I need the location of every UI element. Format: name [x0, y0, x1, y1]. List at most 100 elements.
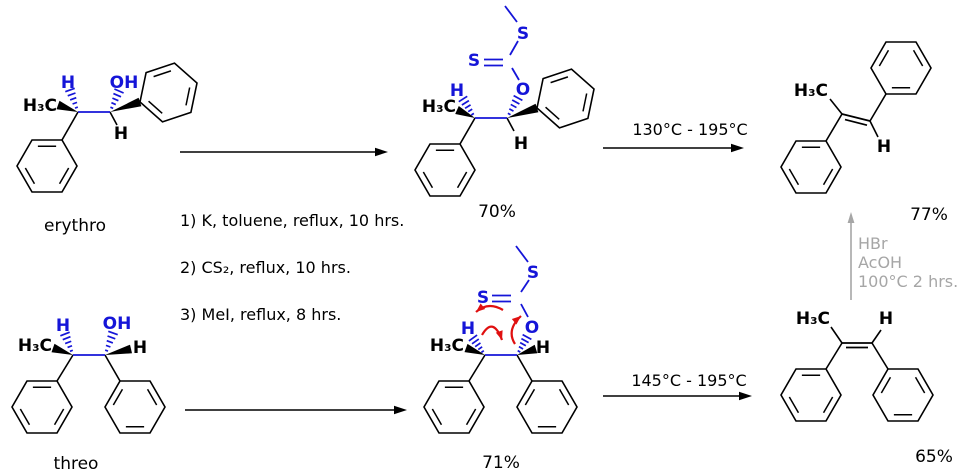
benzene-double-bond: [19, 408, 31, 426]
c-c-double-bond: [841, 113, 871, 122]
benzene-double-bond: [422, 171, 434, 189]
benzene-double-bond: [788, 168, 800, 186]
bond: [869, 120, 879, 138]
c-c-double-bond: [844, 118, 868, 127]
reaction-flow: 1) K, toluene, reflux, 10 hrs. 2) CS₂, r…: [180, 120, 958, 415]
hash-bond-tick: [60, 331, 70, 337]
benzene-double-bond: [550, 76, 569, 84]
structure-product-bottom: H₃C H 65%: [780, 309, 953, 467]
c-o-bond: [511, 67, 520, 81]
benzene-double-bond: [185, 87, 191, 106]
xanthate-bottom-bonds: [423, 245, 578, 434]
bond: [506, 117, 515, 132]
hash-bond-tick: [508, 108, 514, 112]
benzene-ring: [11, 380, 73, 434]
threo-caption: threo: [54, 454, 99, 474]
wedge-bond: [464, 343, 485, 355]
xanthate-top-bonds: [414, 5, 595, 197]
benzene-double-bond: [582, 93, 588, 112]
benzene-double-bond: [58, 167, 70, 185]
wedge-bond: [517, 344, 538, 355]
benzene-double-bond: [431, 408, 443, 426]
benzene-ring: [516, 380, 578, 434]
hash-bond-tick: [69, 96, 77, 101]
hash-bond-tick: [480, 350, 485, 354]
structure-product-top: H₃C H 77%: [780, 41, 948, 225]
bond: [869, 93, 887, 122]
structure-threo-alcohol: H₃C H OH H threo: [11, 314, 166, 474]
hash-bond-tick: [72, 101, 78, 105]
hash-bond-tick: [510, 103, 517, 109]
bond: [104, 354, 121, 382]
hash-bond-tick: [470, 112, 475, 116]
condition-step-2: 2) CS₂, reflux, 10 hrs.: [180, 258, 351, 277]
atom-label-hydroxyl: OH: [110, 73, 139, 93]
bond: [61, 111, 79, 141]
bond: [825, 113, 843, 142]
bond: [516, 354, 533, 382]
benzene-double-bond: [822, 396, 834, 414]
hash-bond-tick: [518, 345, 524, 350]
benzene-ring: [414, 143, 476, 197]
hash-bond-tick: [511, 99, 520, 105]
wedge-bond: [507, 103, 539, 118]
benzene-double-bond: [524, 388, 536, 406]
benzene-ring: [104, 380, 166, 434]
atom-label-hydrogen: H: [879, 309, 893, 329]
bond: [825, 342, 843, 370]
hash-bond-tick: [64, 340, 72, 345]
hash-bond-tick: [105, 344, 111, 348]
hash-bond-tick: [468, 334, 478, 342]
atom-label-hydrogen: H: [514, 134, 528, 154]
hash-bond-tick: [111, 101, 117, 106]
benzene-double-bond: [558, 388, 570, 406]
atom-label-hydrogen: H: [56, 316, 70, 336]
arrow-pyrolysis-top-head: [731, 143, 744, 153]
atom-label-sulfur: S: [527, 263, 539, 283]
erythro-bonds: [16, 62, 198, 193]
atom-label-methyl: H₃C: [794, 81, 828, 101]
wedge-bond: [51, 343, 73, 355]
yield-product-top: 77%: [910, 205, 948, 225]
hash-bond-tick: [113, 92, 122, 98]
hash-bond-tick: [107, 335, 116, 340]
structure-xanthate-bottom: S S O H H₃C H 71%: [423, 245, 578, 473]
yield-xanthate-bottom: 71%: [482, 453, 520, 473]
bond: [109, 111, 118, 126]
product-bottom-bonds: [780, 326, 934, 422]
hash-bond-tick: [464, 104, 472, 110]
mechanism-arrowhead: [511, 316, 521, 325]
bond: [56, 354, 74, 382]
product-top-bonds: [780, 41, 932, 194]
yield-product-bottom: 65%: [915, 447, 953, 467]
wedge-bond: [110, 97, 142, 112]
top-arrow-temperature: 130°C - 195°C: [632, 120, 747, 139]
benzene-double-bond: [545, 106, 560, 120]
hash-bond-tick: [507, 112, 511, 116]
atom-label-hydrogen: H: [536, 338, 550, 358]
benzene-ring: [780, 140, 842, 194]
atom-label-hydrogen: H: [133, 338, 147, 358]
hash-bond-tick: [106, 339, 114, 344]
s-methyl-bond: [515, 245, 529, 263]
hash-bond-tick: [477, 346, 483, 351]
hash-bond-tick: [67, 92, 76, 97]
benzene-double-bond: [153, 70, 172, 78]
benzene-double-bond: [456, 171, 468, 189]
atom-label-hydrogen: H: [461, 319, 475, 339]
hash-bond-tick: [474, 342, 481, 348]
benzene-double-bond: [465, 408, 477, 426]
erythro-caption: erythro: [44, 216, 106, 236]
benzene-double-bond: [914, 376, 926, 394]
gray-isomerization-arrow-head: [847, 212, 855, 223]
bottom-arrow-temperature: 145°C - 195°C: [631, 371, 746, 390]
atom-label-methyl: H₃C: [430, 336, 464, 356]
hash-bond-tick: [108, 330, 118, 336]
wedge-bond: [105, 344, 132, 355]
hash-bond-tick: [74, 106, 79, 109]
benzene-ring: [423, 380, 485, 434]
hash-bond-tick: [69, 349, 74, 353]
benzene-ring: [872, 368, 934, 422]
